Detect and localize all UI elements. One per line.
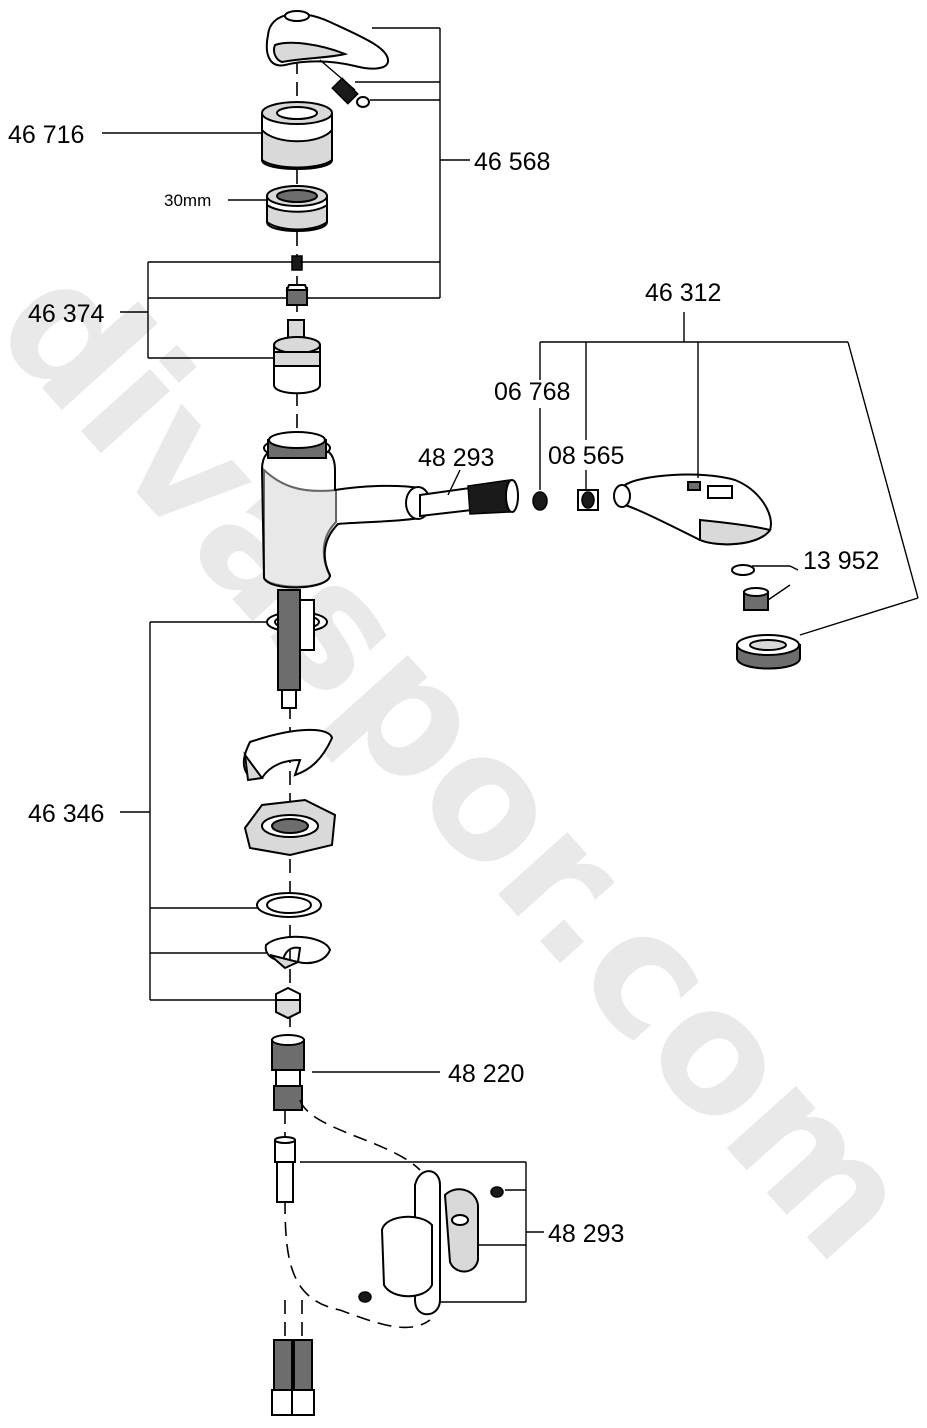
hose-upper	[419, 479, 519, 518]
label-48220: 48 220	[448, 1060, 524, 1088]
label-30mm: 30mm	[164, 191, 211, 210]
hose-weight-holder	[358, 1170, 504, 1316]
cap-cover	[261, 101, 333, 170]
label-48293-top: 48 293	[418, 444, 494, 472]
horseshoe-plate	[242, 728, 334, 782]
label-46374: 46 374	[28, 300, 105, 328]
mounting-stud	[266, 589, 328, 709]
label-48293-bottom: 48 293	[548, 1220, 624, 1248]
hex-support-plate	[243, 798, 337, 857]
bracket-46346	[120, 621, 276, 1001]
label-13952: 13 952	[803, 547, 879, 575]
adapter-piece	[285, 284, 309, 306]
seal-ring	[256, 892, 322, 918]
bracket-46312	[539, 312, 919, 636]
spray-face	[736, 634, 801, 670]
cartridge	[273, 319, 321, 395]
hose-route	[284, 1099, 431, 1329]
leader-48293-top	[447, 469, 461, 496]
aerator-insert	[743, 587, 769, 611]
supply-hoses	[271, 1339, 315, 1416]
spray-head	[613, 473, 772, 546]
label-08565: 08 565	[548, 442, 624, 470]
hose-end-fitting	[274, 1136, 296, 1203]
washer-06768	[532, 491, 548, 511]
bracket-13952	[752, 565, 799, 601]
label-46346: 46 346	[28, 800, 104, 828]
bracket-46568	[300, 27, 470, 299]
label-46716: 46 716	[8, 121, 84, 149]
ring-nut	[266, 185, 328, 232]
small-screw	[291, 255, 303, 271]
label-06768: 06 768	[494, 378, 570, 406]
hex-nut	[275, 986, 301, 1020]
label-46312: 46 312	[645, 279, 721, 307]
bracket-48293-bottom	[300, 1161, 544, 1303]
lever-handle	[265, 10, 390, 108]
horseshoe-washer	[264, 935, 332, 970]
hose-connector	[271, 1034, 305, 1111]
insert-08565	[577, 489, 599, 511]
bracket-46374	[120, 261, 292, 359]
aerator-ring-small	[731, 564, 755, 576]
watermark: divaspor.com	[0, 225, 927, 1297]
label-46568: 46 568	[474, 148, 550, 176]
